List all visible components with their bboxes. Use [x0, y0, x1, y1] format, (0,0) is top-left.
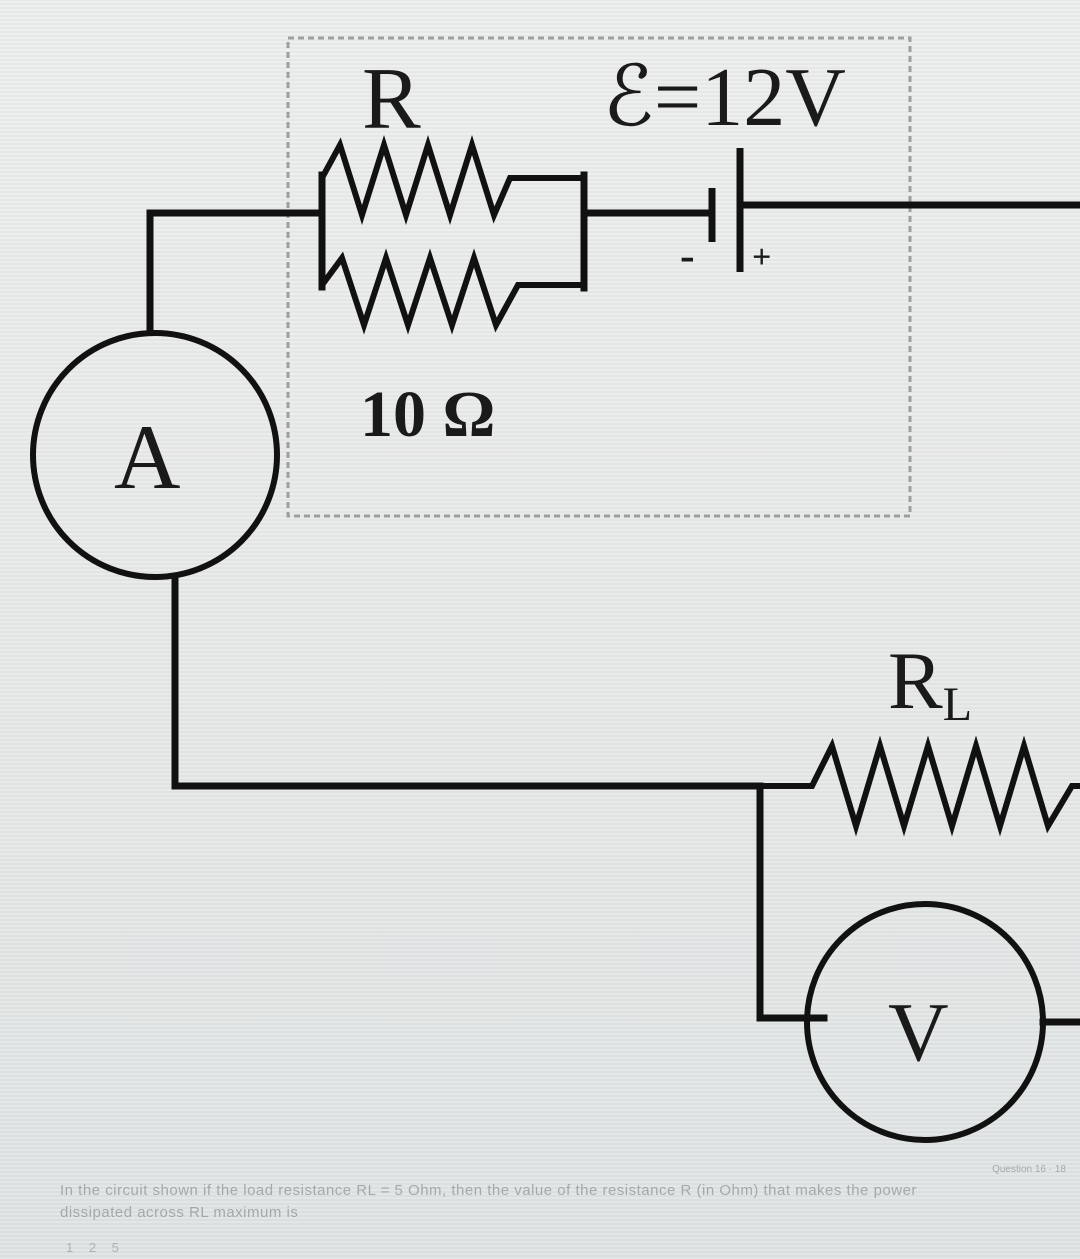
question-number: Question 16 · 18 — [992, 1164, 1066, 1175]
resistor-10-ohm-label: 10 Ω — [360, 378, 495, 451]
wire-bottom — [171, 573, 764, 790]
resistor-r-label: R — [362, 51, 421, 148]
wire-voltmeter-branch — [756, 782, 828, 1022]
battery-minus-sign: - — [680, 231, 695, 280]
question-text: In the circuit shown if the load resista… — [60, 1182, 917, 1221]
load-resistor-label: RL — [888, 635, 972, 731]
battery-plus-sign: + — [752, 239, 771, 276]
emf-label: ℰ=12V — [603, 51, 846, 144]
ammeter-circle — [30, 330, 280, 580]
voltmeter-label: V — [888, 986, 949, 1079]
dashed-source-box — [286, 36, 912, 518]
resistor-r — [319, 134, 584, 226]
load-resistor — [760, 735, 1080, 837]
resistor-10-ohm — [319, 248, 584, 335]
answer-options: 1 2 5 — [66, 1240, 125, 1255]
ammeter-label: A — [114, 406, 180, 508]
wire-left-top — [146, 209, 326, 334]
